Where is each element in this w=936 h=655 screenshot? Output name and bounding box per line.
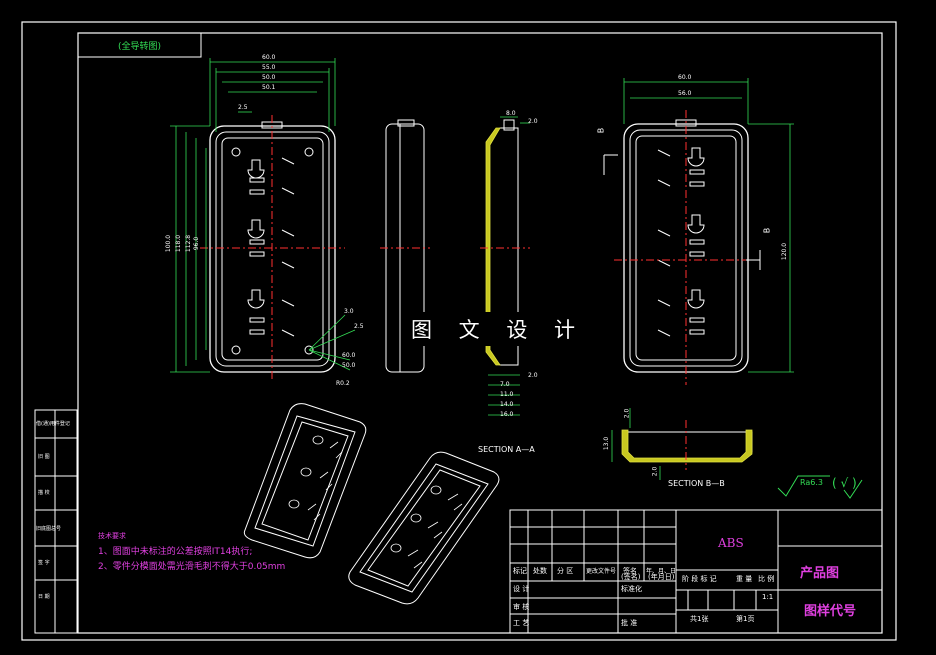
sign-label: (签名) xyxy=(621,573,641,581)
review-label: 审 核 xyxy=(513,603,530,611)
dim-hole2: 60.0 xyxy=(342,352,356,359)
side-label-1: 旧 图 xyxy=(38,454,50,460)
material: ABS xyxy=(718,536,744,550)
dim-front-w4: 2.5 xyxy=(238,104,248,111)
dim-front-w0: 60.0 xyxy=(262,54,276,61)
inner-border xyxy=(77,32,883,634)
section-b-mark-left: B xyxy=(596,127,606,134)
side-stamp-table xyxy=(34,409,78,634)
standardize-label: 标准化 xyxy=(621,585,642,593)
notes-line1: 1、图面中未标注的公差按照IT14执行; xyxy=(98,547,253,557)
dim-right-w1: 56.0 xyxy=(678,90,692,97)
dim-front-w2: 50.0 xyxy=(262,74,276,81)
section-b-mark-right: B xyxy=(762,227,772,234)
dim-front-h3: 96.0 xyxy=(193,236,201,251)
roughness-extra: ( √ ) xyxy=(832,476,857,490)
dim-front-w1: 55.0 xyxy=(262,64,276,71)
row-label-3: 更改文件号 xyxy=(586,568,617,575)
section-bb-label: SECTION B—B xyxy=(668,479,725,488)
row-label-5: 年、月、日 xyxy=(646,568,677,575)
process-label: 工 艺 xyxy=(513,619,530,627)
front-view xyxy=(170,58,356,380)
product-name: 产品图 xyxy=(800,566,840,581)
dim-side0: 2.0 xyxy=(528,118,538,125)
row-label-2: 分 区 xyxy=(557,567,574,575)
top-left-label: (全导转图) xyxy=(118,42,162,52)
row-label-0: 标记 xyxy=(513,567,527,575)
outer-border xyxy=(21,21,897,641)
dim-side6: 16.0 xyxy=(500,411,514,418)
scale: 1:1 xyxy=(762,593,774,601)
side-label-0: 借(通)用件登记 xyxy=(36,421,70,427)
side-label-2: 描 校 xyxy=(38,490,50,496)
dim-side1: 8.0 xyxy=(506,110,516,117)
dim-side5: 14.0 xyxy=(500,401,514,408)
side-label-4: 签 字 xyxy=(38,560,50,566)
dim-side4: 11.0 xyxy=(500,391,514,398)
roughness-value: Ra6.3 xyxy=(800,478,824,487)
dim-right-w0: 60.0 xyxy=(678,74,692,81)
dim-bb1: 2.0 xyxy=(623,408,631,419)
row-label-1: 处数 xyxy=(533,567,547,575)
design-label: 设 计 xyxy=(513,585,530,593)
dim-hole0: 3.0 xyxy=(344,308,354,315)
sheet-no: 第1页 xyxy=(736,615,755,623)
dim-bb0: 13.0 xyxy=(603,436,611,451)
stage-label: 阶 段 标 记 xyxy=(682,575,717,583)
dim-right-h: 120.0 xyxy=(781,242,789,261)
dim-front-h2: 112.8 xyxy=(185,234,193,253)
center-title: 图 文 设 计 xyxy=(405,312,592,346)
section-aa-label: SECTION A—A xyxy=(478,445,535,454)
dim-side3: 7.0 xyxy=(500,381,510,388)
row-label-4: 签名 xyxy=(623,567,637,575)
side-label-5: 日 期 xyxy=(38,594,50,600)
notes-line2: 2、零件分模面处需光滑毛刺不得大于0.05mm xyxy=(98,562,286,572)
notes-heading: 技术要求 xyxy=(98,532,126,540)
side-view xyxy=(380,119,430,373)
dim-front-h1: 118.0 xyxy=(175,234,183,253)
dim-front-h0: 100.0 xyxy=(165,234,173,253)
right-view xyxy=(603,78,794,385)
isometric-view-1 xyxy=(243,403,367,559)
dim-bb2: 2.0 xyxy=(651,466,659,477)
roughness-symbol xyxy=(777,475,863,499)
dim-side2: 2.0 xyxy=(528,372,538,379)
dim-hole4: R0.2 xyxy=(336,380,350,387)
date-label: (年月日) xyxy=(648,573,675,581)
dim-hole3: 50.0 xyxy=(342,362,356,369)
section-aa xyxy=(480,116,530,416)
approve-label: 批 准 xyxy=(621,619,638,627)
title-block xyxy=(509,509,883,634)
sheet-total: 共1张 xyxy=(690,615,709,623)
dim-front-w3: 50.1 xyxy=(262,84,276,91)
dim-hole1: 2.5 xyxy=(354,323,364,330)
weight-label: 重 量 xyxy=(736,575,753,583)
side-label-3: 旧底图总号 xyxy=(36,526,62,532)
drawing-number: 图样代号 xyxy=(804,604,857,619)
isometric-view-2 xyxy=(348,451,500,605)
section-bb xyxy=(611,408,753,480)
ratio-label: 比 例 xyxy=(758,575,775,583)
